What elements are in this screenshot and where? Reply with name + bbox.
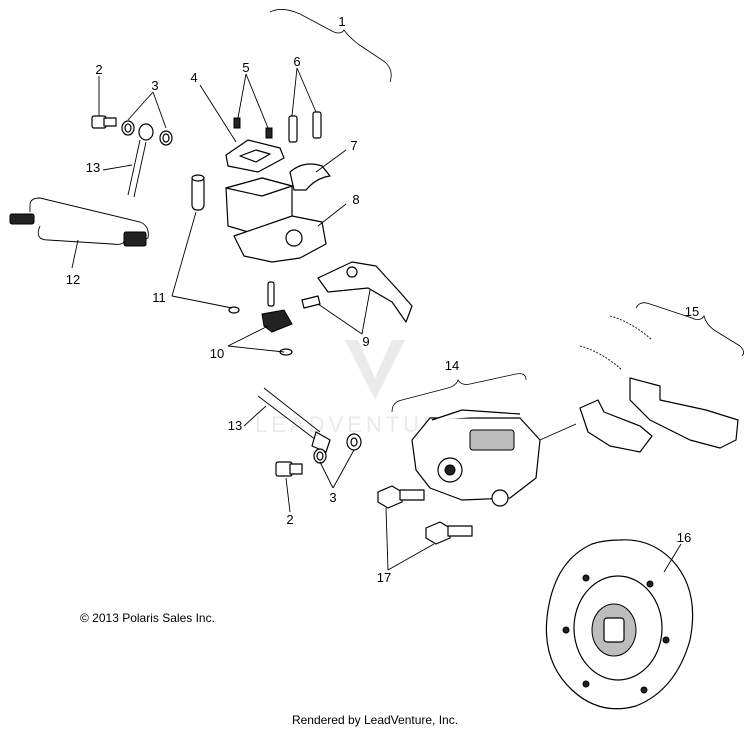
callout-2-upper: 2: [95, 62, 102, 77]
brake-switch-part: [261, 309, 293, 333]
callout-6: 6: [293, 54, 300, 69]
washer-part: [121, 120, 173, 146]
callout-15: 15: [685, 304, 699, 319]
callout-12: 12: [66, 272, 80, 287]
lever-pin-part: [267, 281, 275, 307]
callout-13-lower: 13: [228, 418, 242, 433]
washer-lower-part: [313, 433, 362, 464]
callout-3-lower: 3: [329, 490, 336, 505]
callout-8: 8: [352, 192, 359, 207]
footer-text: Rendered by LeadVenture, Inc.: [292, 713, 458, 727]
banjo-bolt-lower-part: [275, 461, 303, 477]
spring-part: [301, 295, 321, 309]
callout-14: 14: [445, 358, 459, 373]
brake-pads-part: [579, 377, 739, 453]
callout-7: 7: [350, 138, 357, 153]
callout-3-upper: 3: [151, 78, 158, 93]
brake-line-part: [127, 139, 147, 198]
callout-9: 9: [362, 334, 369, 349]
brake-lever-part: [317, 261, 413, 323]
banjo-bolt-part: [91, 115, 117, 129]
caliper-bolts-part: [377, 485, 473, 545]
callout-13-upper: 13: [86, 160, 100, 175]
callout-5: 5: [242, 60, 249, 75]
brake-line-lower-part: [257, 387, 321, 441]
callout-17: 17: [377, 570, 391, 585]
callout-10: 10: [210, 346, 224, 361]
callout-11: 11: [152, 290, 166, 305]
switch-harness-part: [9, 197, 149, 247]
callout-16: 16: [677, 530, 691, 545]
callout-4: 4: [190, 70, 197, 85]
leader-lines: [71, 67, 682, 573]
clamp-bolts-part: [288, 111, 322, 143]
pad-springs-part: [579, 315, 653, 371]
cover-screws-part: [233, 117, 273, 139]
handlebar-clamp-part: [289, 163, 331, 191]
callout-brace-1: [269, 9, 392, 83]
brake-rotor-part: [545, 539, 694, 710]
callout-1: 1: [338, 14, 345, 29]
callout-2-lower: 2: [286, 512, 293, 527]
copyright-text: © 2013 Polaris Sales Inc.: [80, 611, 215, 625]
callout-brace-14: [391, 373, 527, 413]
pivot-pin-part: [191, 174, 240, 314]
callout-brace-15: [635, 302, 744, 357]
callout-labels: 1 2 3 4 5 6 7 8 9 10 11 12 13 13 14 15 1…: [66, 14, 699, 585]
mount-bracket-part: [233, 215, 327, 263]
